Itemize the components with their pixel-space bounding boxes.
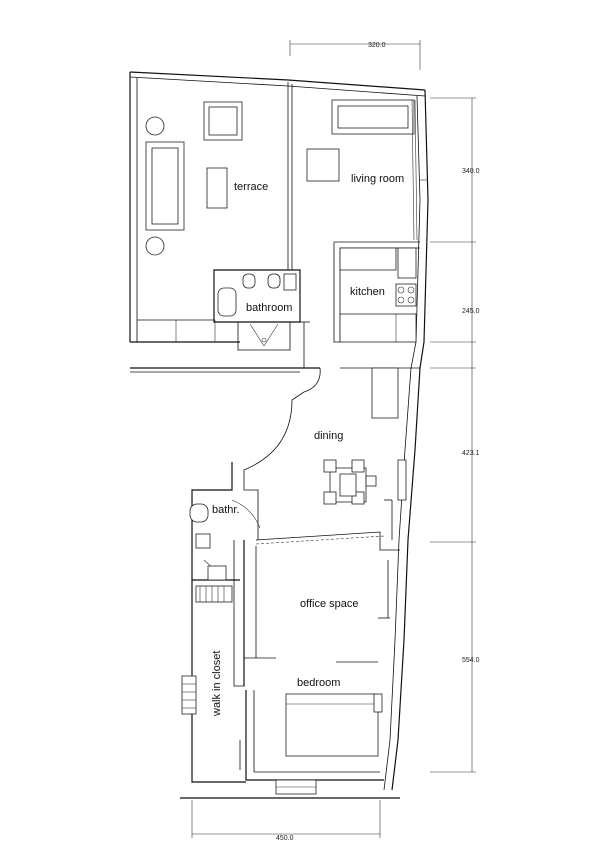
bed-icon <box>285 693 383 757</box>
planter-icon <box>145 116 165 136</box>
toilet-icon <box>242 273 256 289</box>
sink-icon <box>195 533 211 549</box>
shower-icon <box>207 565 227 581</box>
bathroom-label: bathroom <box>246 302 292 314</box>
terrace-furniture <box>136 101 243 342</box>
kitchen-label: kitchen <box>350 286 385 298</box>
toilet-icon <box>189 503 209 523</box>
dining-table-icon <box>323 459 377 505</box>
dimension-bottom: 450.0 <box>191 800 381 842</box>
office-bedroom-walls <box>180 540 400 799</box>
dimension-right: 340.0 245.0 423.1 554.0 <box>430 97 480 773</box>
bidet-icon <box>267 273 281 289</box>
counter-icon <box>339 247 397 271</box>
coffee-table-icon <box>306 148 340 182</box>
table-icon <box>206 167 228 209</box>
living-room-label: living room <box>351 173 404 185</box>
sink-icon <box>397 247 417 279</box>
bathtub-icon <box>217 287 237 317</box>
dining-label: dining <box>314 430 343 442</box>
living-room-furniture <box>306 99 428 241</box>
dimension-top: 320.0 <box>289 40 421 70</box>
terrace-label: terrace <box>234 181 268 193</box>
dimension-bottom-label: 450.0 <box>276 835 294 842</box>
dimension-right-3-label: 423.1 <box>462 450 480 457</box>
dining-walls <box>243 367 407 551</box>
shelf-icon <box>195 585 233 603</box>
office-space-label: office space <box>300 598 359 610</box>
dimension-top-label: 320.0 <box>368 42 386 49</box>
dimension-right-1-label: 340.0 <box>462 168 480 175</box>
dimension-right-4-label: 554.0 <box>462 657 480 664</box>
bathroom-fixtures <box>213 269 310 368</box>
radiator-icon <box>181 675 197 715</box>
stove-icon <box>395 283 417 307</box>
small-bathroom-fixtures <box>189 462 261 581</box>
planter-icon <box>145 236 165 256</box>
small-bathroom-label: bathr. <box>212 504 240 516</box>
dimension-right-2-label: 245.0 <box>462 308 480 315</box>
walk-in-closet-label: walk in closet <box>211 651 223 717</box>
bedroom-label: bedroom <box>297 677 340 689</box>
kitchen-fixtures <box>333 241 420 343</box>
